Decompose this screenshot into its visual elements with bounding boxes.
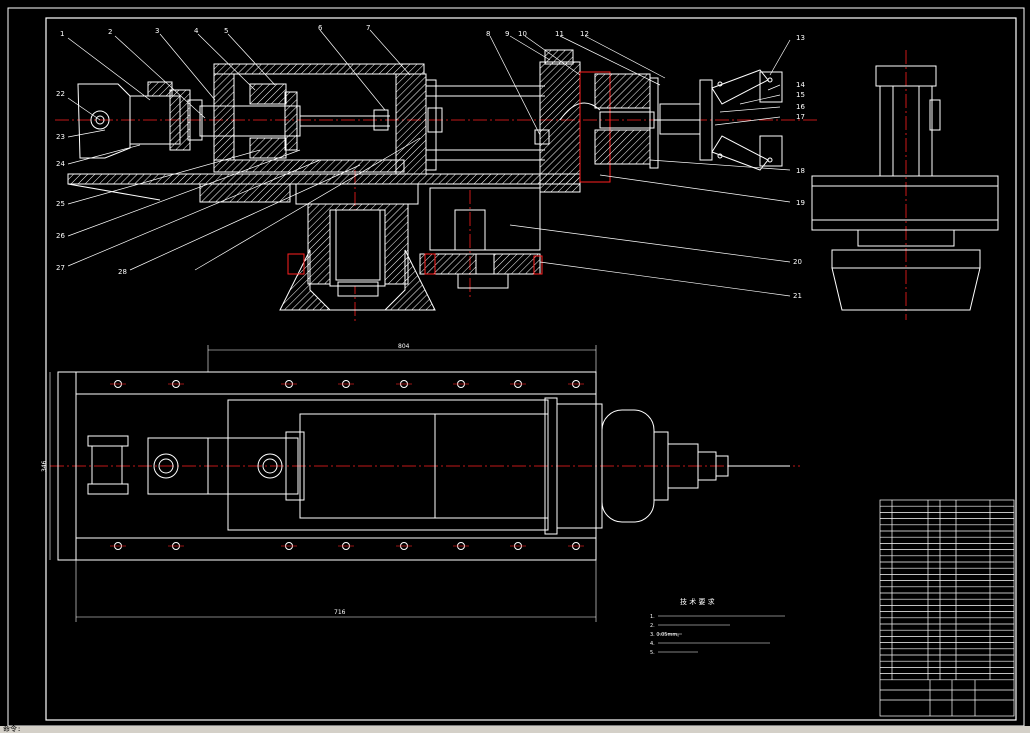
callout-24: 24 [56,160,65,168]
leader-lines [67,29,791,297]
drawing-frame [7,7,1025,727]
section-view [55,49,820,322]
callout-18: 18 [796,167,805,175]
tech-req-scribble-lines [658,615,785,653]
callout-26: 26 [56,232,65,240]
callout-8: 8 [486,30,490,38]
callout-13: 13 [796,34,805,42]
callout-1: 1 [60,30,64,38]
dimension-top: 804 [398,343,410,350]
dimension-labels: 804 716 346 [41,343,410,616]
callout-9: 9 [505,30,509,38]
callout-15: 15 [796,91,805,99]
tech-req-title: 技 术 要 求 [680,597,715,606]
callout-11: 11 [555,30,564,38]
dimension-bottom: 716 [334,609,346,616]
callout-3: 3 [155,27,159,35]
callout-14: 14 [796,81,805,89]
side-view [811,50,999,320]
callout-6: 6 [318,24,323,32]
callout-27: 27 [56,264,65,272]
bolt-holes [110,380,584,550]
tech-req-item-2: 2. [650,623,655,629]
callout-23: 23 [56,133,65,141]
callout-28: 28 [118,268,127,276]
callout-17: 17 [796,113,805,121]
command-line[interactable]: 命令: [0,726,1030,733]
callout-7: 7 [366,24,370,32]
command-line-text: 命令: [3,725,22,733]
callout-10: 10 [518,30,527,38]
tech-req-item-1: 1. [650,614,655,620]
callout-5: 5 [224,27,228,35]
technical-requirements: 技 术 要 求 1. 2. 3. 0.05mm。 4. 5. [650,597,715,656]
tech-req-item-5: 5. [650,650,655,656]
callout-20: 20 [793,258,802,266]
callout-16: 16 [796,103,805,111]
title-block [879,499,1015,717]
callout-19: 19 [796,199,805,207]
tech-req-item-3: 3. 0.05mm。 [650,632,682,638]
callout-2: 2 [108,28,112,36]
callout-12: 12 [580,30,589,38]
tech-req-item-4: 4. [650,641,655,647]
dimension-left: 346 [41,460,48,472]
callout-25: 25 [56,200,65,208]
callout-4: 4 [194,27,199,35]
callout-21: 21 [793,292,802,300]
callout-labels: 1 2 3 4 5 6 7 8 9 10 11 12 13 14 15 16 1… [56,24,805,300]
plan-view [49,345,800,622]
callout-22: 22 [56,90,65,98]
